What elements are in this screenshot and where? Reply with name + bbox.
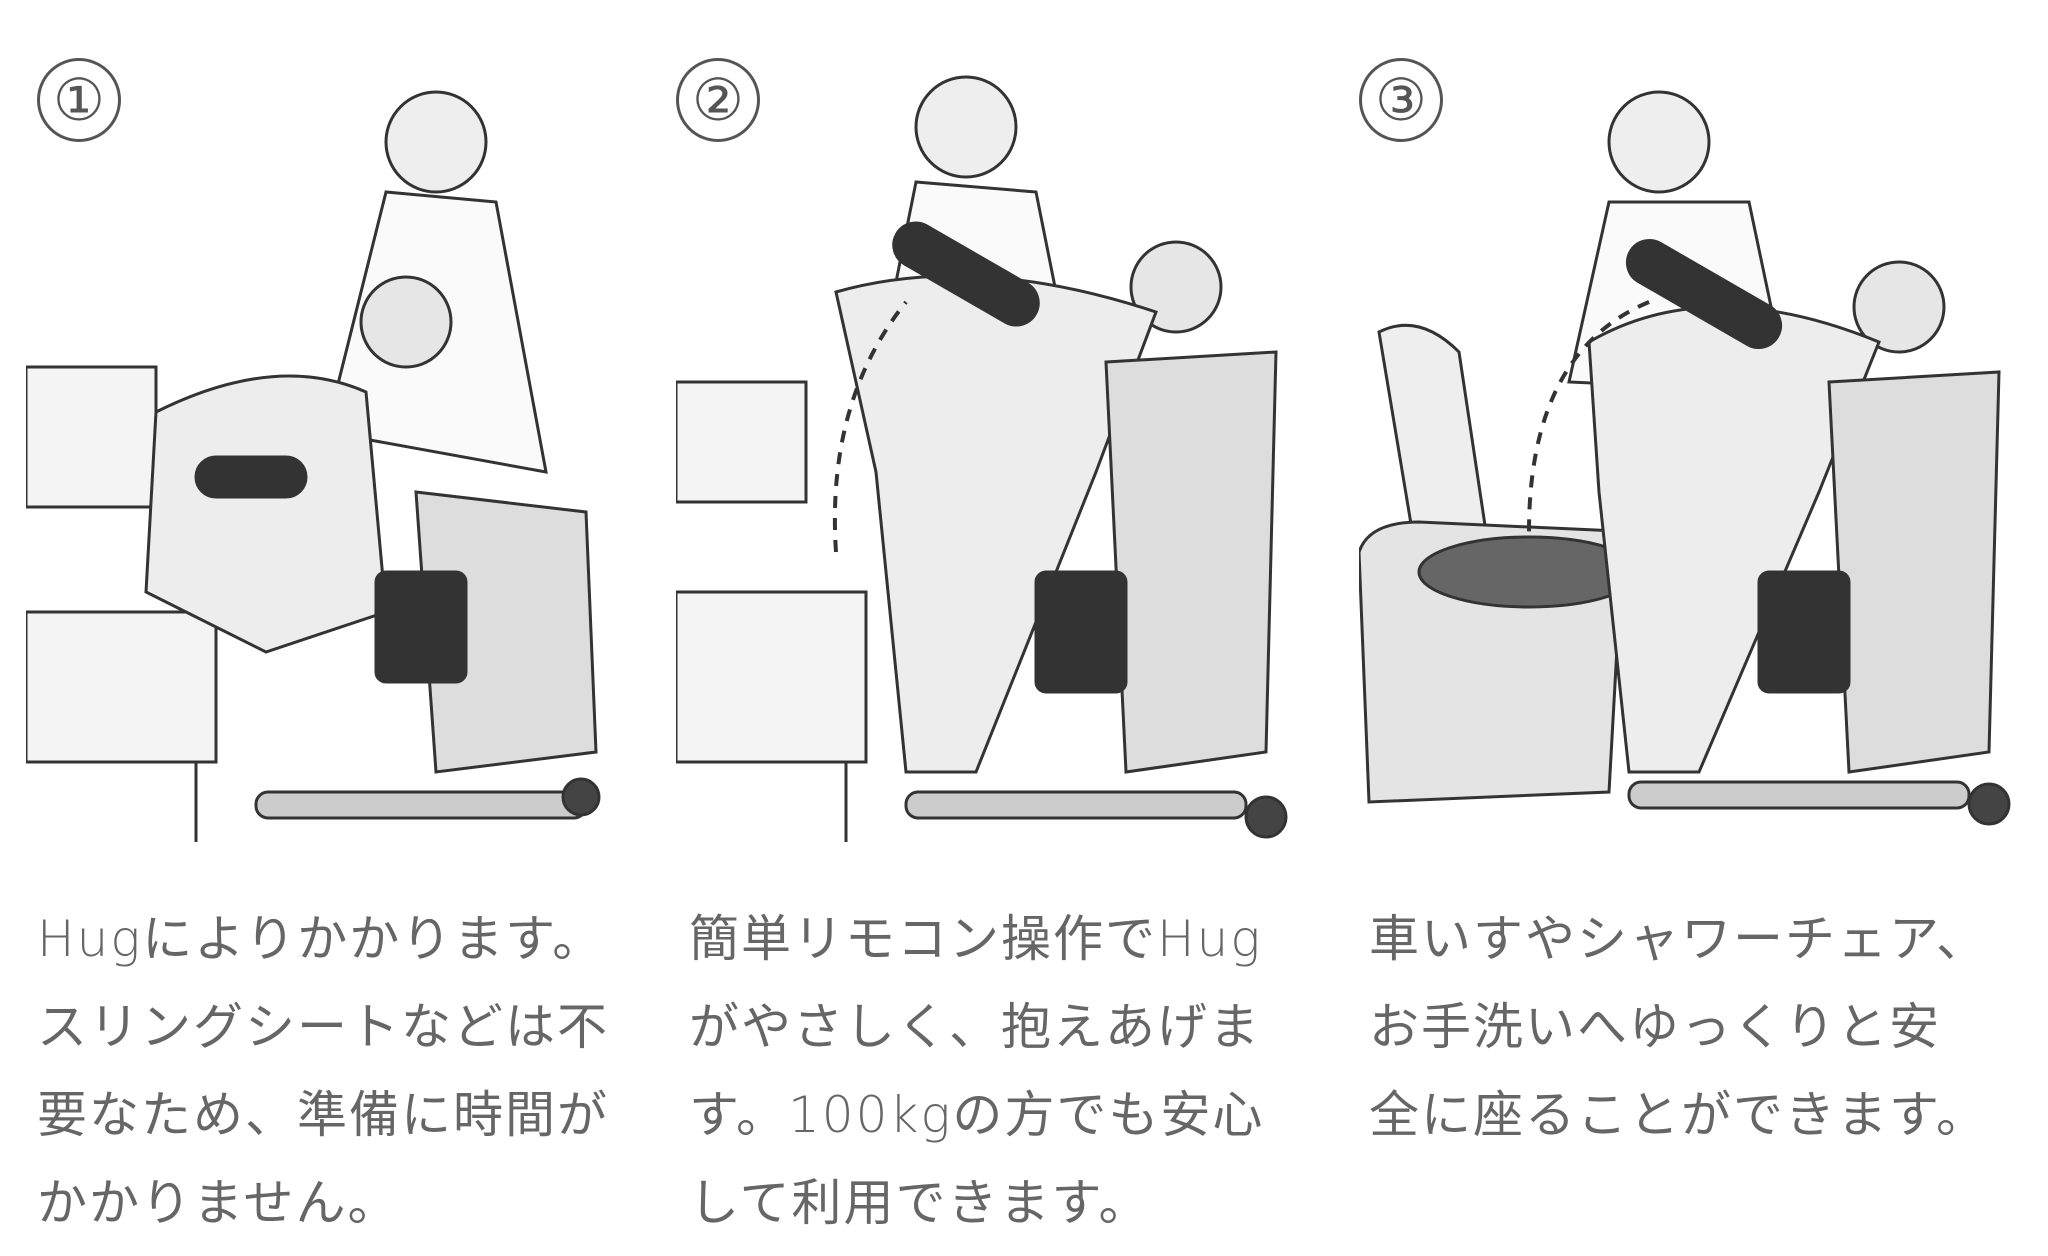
description-line: Hugによりかかります。 <box>37 910 605 968</box>
step-number-badge: ① <box>37 58 121 142</box>
step-1-illustration <box>26 52 630 842</box>
description-line: 要なため、準備に時間が <box>37 1086 609 1144</box>
description-line: 簡単リモコン操作でHug <box>689 910 1263 968</box>
description-line: して利用できます。 <box>689 1174 1151 1232</box>
step-1-description: Hugによりかかります。 スリングシートなどは不 要なため、準備に時間が かかり… <box>37 895 609 1247</box>
description-line: す。100kgの方でも安心 <box>689 1086 1265 1144</box>
description-line: 車いすやシャワーチェア、 <box>1369 910 1988 968</box>
description-line: 全に座ることができます。 <box>1369 1086 1988 1144</box>
description-line: かかりません。 <box>37 1174 400 1232</box>
step-3-description: 車いすやシャワーチェア、 お手洗いへゆっくりと安 全に座ることができます。 <box>1369 895 1988 1159</box>
step-2-illustration <box>676 52 1313 842</box>
description-line: お手洗いへゆっくりと安 <box>1369 998 1941 1056</box>
step-number-badge: ③ <box>1359 58 1443 142</box>
step-3-illustration <box>1359 52 2022 842</box>
step-2-description: 簡単リモコン操作でHug がやさしく、抱えあげま す。100kgの方でも安心 し… <box>689 895 1264 1247</box>
description-line: がやさしく、抱えあげま <box>689 998 1261 1056</box>
description-line: スリングシートなどは不 <box>37 998 609 1056</box>
step-number-badge: ② <box>676 58 760 142</box>
